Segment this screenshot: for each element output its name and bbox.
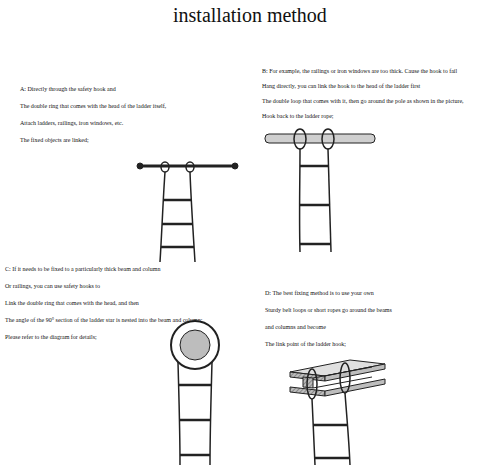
title: installation method <box>173 4 327 27</box>
instruction-text: The double loop that comes with it, then… <box>262 98 464 105</box>
ladder-c <box>171 321 219 465</box>
instruction-text: C: If it needs to be fixed to a particul… <box>5 266 160 273</box>
instruction-text: Link the double ring that comes with the… <box>5 300 139 307</box>
instruction-text: Or railings, you can use safety hooks to <box>5 283 100 290</box>
instruction-text: Sturdy belt loops or short ropes go arou… <box>265 307 392 314</box>
ladder-d <box>290 360 385 465</box>
instruction-text: The angle of the 90° section of the ladd… <box>5 317 202 324</box>
instruction-text: The double ring that comes with the head… <box>20 103 166 110</box>
instruction-text: D: The best fixing method is to use your… <box>265 290 374 297</box>
ladder-a <box>137 162 238 262</box>
instruction-text: Attach ladders, railings, iron windows, … <box>20 120 123 127</box>
instruction-text: Please refer to the diagram for details; <box>5 334 97 341</box>
instruction-text: and columns and become <box>265 324 326 331</box>
instruction-text: The link point of the ladder hook; <box>265 341 346 348</box>
instruction-text: Hang directly, you can link the hook to … <box>262 83 420 90</box>
instruction-text: Hook back to the ladder rope; <box>262 113 333 120</box>
instruction-text: B: For example, the railings or iron win… <box>262 68 457 75</box>
instruction-text: A: Directly through the safety hook and <box>20 86 116 93</box>
ladder-b <box>265 129 375 252</box>
instruction-text: The fixed objects are linked; <box>20 137 89 144</box>
